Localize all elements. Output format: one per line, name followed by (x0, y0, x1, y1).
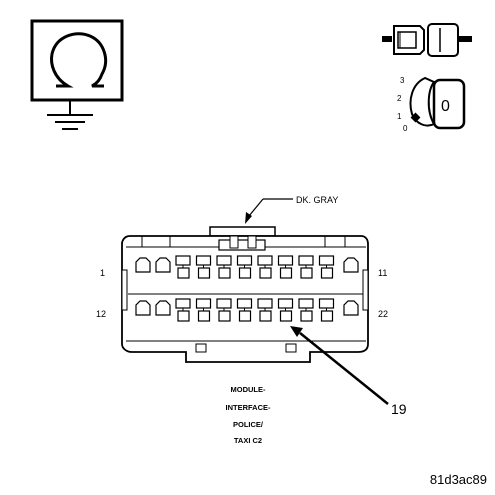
pin-cavity-upper (216, 298, 232, 309)
pin-cavity-terminal (218, 267, 231, 279)
ignition-position-label: 1 (397, 112, 402, 121)
pin-cavity-latch (135, 300, 151, 316)
pin-cavity-terminal (259, 267, 272, 279)
pin-cavity-terminal (320, 310, 334, 322)
connector-body (121, 226, 369, 363)
pin-cavity-upper (195, 298, 212, 309)
pin-cavity-terminal (238, 267, 252, 279)
ignition-key-icon: 3 2 1 0 0 (397, 76, 466, 133)
pin-cavity-upper (318, 255, 335, 266)
color-leader-arrow (245, 198, 293, 224)
pin-label-1: 1 (100, 268, 105, 278)
ignition-position-label: 0 (403, 124, 408, 133)
pin-cavity-latch (343, 257, 359, 273)
pin-cavity-terminal (279, 310, 293, 322)
pin-cavity-latch (135, 257, 151, 273)
pin-cavity-latch (155, 257, 171, 273)
connector-caption: MODULE- INTERFACE- POLICE/ TAXI C2 (226, 385, 272, 445)
pin-cavity-upper (175, 255, 191, 266)
ignition-position-label: 2 (397, 94, 402, 103)
caption-line: TAXI C2 (234, 436, 262, 445)
pin-cavity-upper (257, 255, 273, 266)
connector-pin-layer (135, 255, 359, 322)
pin-cavity-terminal (177, 310, 190, 322)
pin-cavity-terminal (300, 310, 313, 322)
pin-cavity-upper (257, 298, 273, 309)
figure-id: 81d3ac89 (430, 472, 487, 487)
caption-line: INTERFACE- (226, 403, 272, 412)
pin-cavity-terminal (177, 267, 190, 279)
pin-cavity-terminal (320, 267, 334, 279)
pin-cavity-terminal (197, 310, 211, 322)
pin-label-12: 12 (96, 309, 106, 319)
pin-callout-leader (290, 326, 389, 405)
pin-cavity-upper (277, 255, 294, 266)
pin-cavity-terminal (279, 267, 293, 279)
pin-cavity-upper (236, 255, 253, 266)
ignition-position-label: 3 (400, 76, 405, 85)
pin-cavity-terminal (259, 310, 272, 322)
pin-cavity-upper (298, 255, 314, 266)
pin-cavity-upper (298, 298, 314, 309)
pin-cavity-upper (195, 255, 212, 266)
pin-cavity-latch (343, 300, 359, 316)
caption-line: POLICE/ (233, 420, 264, 429)
caption-line: MODULE- (231, 385, 266, 394)
pin-label-11: 11 (378, 268, 387, 278)
ohm-ground-symbol-icon (30, 19, 124, 130)
pin-callout-number: 19 (391, 401, 407, 417)
pin-cavity-terminal (300, 267, 313, 279)
pin-cavity-terminal (218, 310, 231, 322)
pin-cavity-upper (277, 298, 294, 309)
pin-cavity-terminal (197, 267, 211, 279)
pin-cavity-terminal (238, 310, 252, 322)
connector-color-label: DK. GRAY (296, 195, 338, 205)
ignition-key-label: 0 (441, 98, 450, 115)
pin-cavity-upper (236, 298, 253, 309)
pin-cavity-upper (216, 255, 232, 266)
connector-plug-icon (382, 23, 472, 57)
pin-label-22: 22 (378, 309, 388, 319)
pin-cavity-latch (155, 300, 171, 316)
pin-cavity-upper (175, 298, 191, 309)
pin-cavity-upper (318, 298, 335, 309)
